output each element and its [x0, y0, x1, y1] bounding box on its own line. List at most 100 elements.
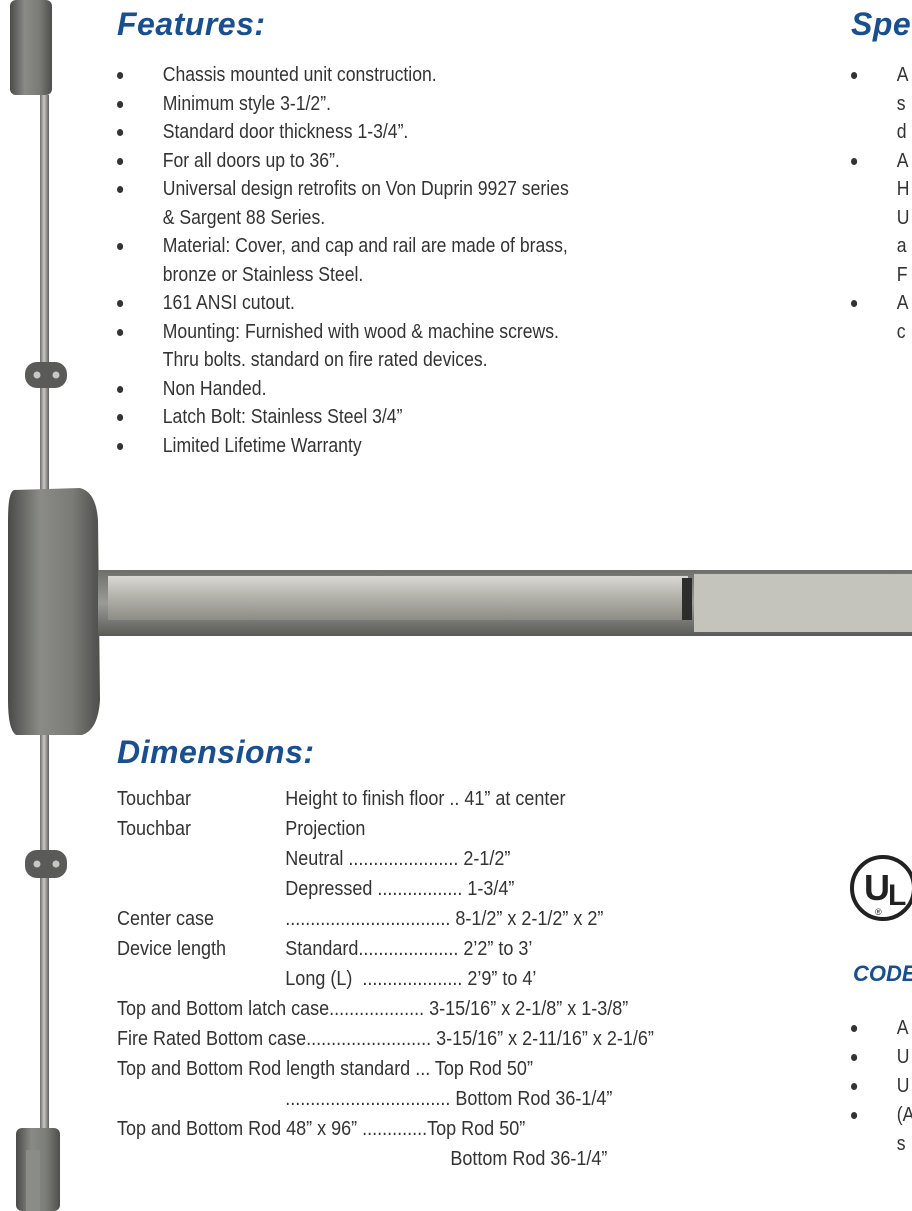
features-item-text: Non Handed. — [162, 377, 267, 400]
codes-item: U — [851, 1043, 912, 1072]
bottom-rod — [40, 735, 49, 1130]
spec-item-text: U — [896, 206, 910, 229]
spec-item-text: A — [896, 64, 909, 86]
dimension-value: Bottom Rod 36-1/4” — [285, 1148, 608, 1170]
features-item-text: bronze or Stainless Steel. — [162, 263, 364, 286]
dimension-label: Touchbar — [117, 788, 192, 810]
features-list: Chassis mounted unit construction. Minimu… — [117, 61, 837, 460]
dimensions-table: Touchbar Height to finish floor .. 41” at… — [117, 784, 907, 1184]
dimension-row: Bottom Rod 36-1/4” — [117, 1144, 912, 1174]
dimension-row: Top and Bottom latch case...............… — [117, 994, 912, 1024]
features-item-text: Limited Lifetime Warranty — [162, 434, 362, 457]
ul-logo-icon: U L ® — [850, 855, 912, 921]
dimension-row: ................................. Bottom… — [117, 1084, 912, 1114]
dimension-row: Neutral ...................... 2-1/2” — [117, 844, 912, 874]
codes-item: U — [851, 1072, 912, 1101]
dimension-label: Touchbar — [117, 818, 192, 840]
dimension-row: Top and Bottom Rod length standard ... T… — [117, 1054, 912, 1084]
spec-item-text: a — [896, 235, 907, 257]
bullet-dot — [117, 72, 124, 79]
spec-item-text: A — [896, 149, 909, 172]
bullet-dot — [851, 157, 858, 165]
bullet-dot — [851, 1112, 858, 1119]
bullet-dot — [117, 385, 124, 393]
features-item: Universal design retrofits on Von Duprin… — [117, 175, 751, 232]
codes-item-text: (A — [896, 1104, 912, 1126]
codes-list: AUU(As — [851, 1014, 912, 1159]
rod-guide-bottom — [25, 850, 67, 878]
touchbar — [108, 576, 688, 620]
bullet-dot — [851, 300, 858, 307]
spec-item-text: F — [896, 263, 908, 286]
features-item-text: Latch Bolt: Stainless Steel 3/4” — [162, 406, 403, 428]
features-item: 161 ANSI cutout. — [117, 289, 751, 318]
dimension-value: Projection — [285, 818, 366, 840]
codes-item: A — [851, 1014, 912, 1043]
codes-heading: CODE — [853, 961, 912, 986]
bullet-dot — [851, 1054, 858, 1061]
bullet-dot — [117, 414, 124, 421]
features-item-text: Minimum style 3-1/2”. — [162, 92, 331, 115]
features-item: Minimum style 3-1/2”. — [117, 90, 751, 119]
features-item: Mounting: Furnished with wood & machine … — [117, 318, 751, 375]
features-item-text: 161 ANSI cutout. — [162, 292, 295, 314]
spec-item-text: d — [896, 121, 907, 143]
features-item: Chassis mounted unit construction. — [117, 61, 751, 90]
features-item-text: Standard door thickness 1-3/4”. — [162, 121, 409, 143]
top-latch-case — [10, 0, 52, 95]
dimension-value: Long (L) .................... 2’9” to 4’ — [285, 968, 537, 990]
features-item: Standard door thickness 1-3/4”. — [117, 118, 751, 147]
dimension-label: Device length — [117, 938, 227, 960]
dimension-label: Top and Bottom Rod 48” x 96” ...........… — [117, 1118, 526, 1140]
features-item-text: Chassis mounted unit construction. — [162, 64, 437, 86]
svg-text:®: ® — [875, 907, 882, 917]
rod-guide-top — [25, 362, 67, 388]
features-item-text: For all doors up to 36”. — [162, 149, 340, 172]
bullet-dot — [117, 442, 124, 450]
codes-item-text: A — [896, 1017, 909, 1039]
dimension-row: Fire Rated Bottom case..................… — [117, 1024, 912, 1054]
bullet-dot — [851, 1025, 858, 1032]
svg-text:L: L — [888, 879, 906, 912]
bullet-dot — [117, 129, 124, 136]
spec-item-text: A — [896, 292, 909, 314]
features-item-text: Mounting: Furnished with wood & machine … — [162, 320, 559, 343]
features-item: Limited Lifetime Warranty — [117, 432, 751, 461]
features-item: Non Handed. — [117, 375, 751, 404]
dimensions-heading: Dimensions: — [117, 734, 315, 770]
spec-item-text: H — [896, 178, 910, 200]
center-case — [8, 488, 100, 735]
codes-item-text: U — [896, 1075, 910, 1097]
features-item: Material: Cover, and cap and rail are ma… — [117, 232, 751, 289]
features-item-text: Thru bolts. standard on fire rated devic… — [162, 349, 488, 371]
dimension-label: Center case — [117, 908, 215, 930]
codes-item: (A — [851, 1101, 912, 1130]
dimension-value: Height to finish floor .. 41” at center — [285, 788, 566, 810]
dimension-row: Touchbar Height to finish floor .. 41” at… — [117, 784, 912, 814]
dimension-value: Standard.................... 2’2” to 3’ — [285, 938, 533, 960]
spec-item-text: s — [896, 92, 906, 115]
dimension-value: Neutral ...................... 2-1/2” — [285, 848, 511, 870]
codes-item: s — [851, 1130, 912, 1159]
bullet-dot — [117, 243, 124, 250]
features-item-text: & Sargent 88 Series. — [162, 206, 326, 229]
bullet-dot — [851, 72, 858, 79]
features-item-text: Universal design retrofits on Von Duprin… — [162, 178, 569, 200]
features-item-text: Material: Cover, and cap and rail are ma… — [162, 235, 568, 257]
bullet-dot — [117, 328, 124, 336]
dimension-label: Top and Bottom latch case...............… — [117, 998, 629, 1020]
features-item: For all doors up to 36”. — [117, 147, 751, 176]
spec-item-text: c — [896, 320, 906, 343]
ul-logo: U L ® — [848, 853, 912, 923]
dimension-row: Long (L) .................... 2’9” to 4’ — [117, 964, 912, 994]
dimension-row: Center case.............................… — [117, 904, 912, 934]
dimension-row: Top and Bottom Rod 48” x 96” ...........… — [117, 1114, 912, 1144]
dimension-row: Touchbar Projection — [117, 814, 912, 844]
bullet-dot — [117, 300, 124, 307]
bullet-dot — [117, 157, 124, 165]
